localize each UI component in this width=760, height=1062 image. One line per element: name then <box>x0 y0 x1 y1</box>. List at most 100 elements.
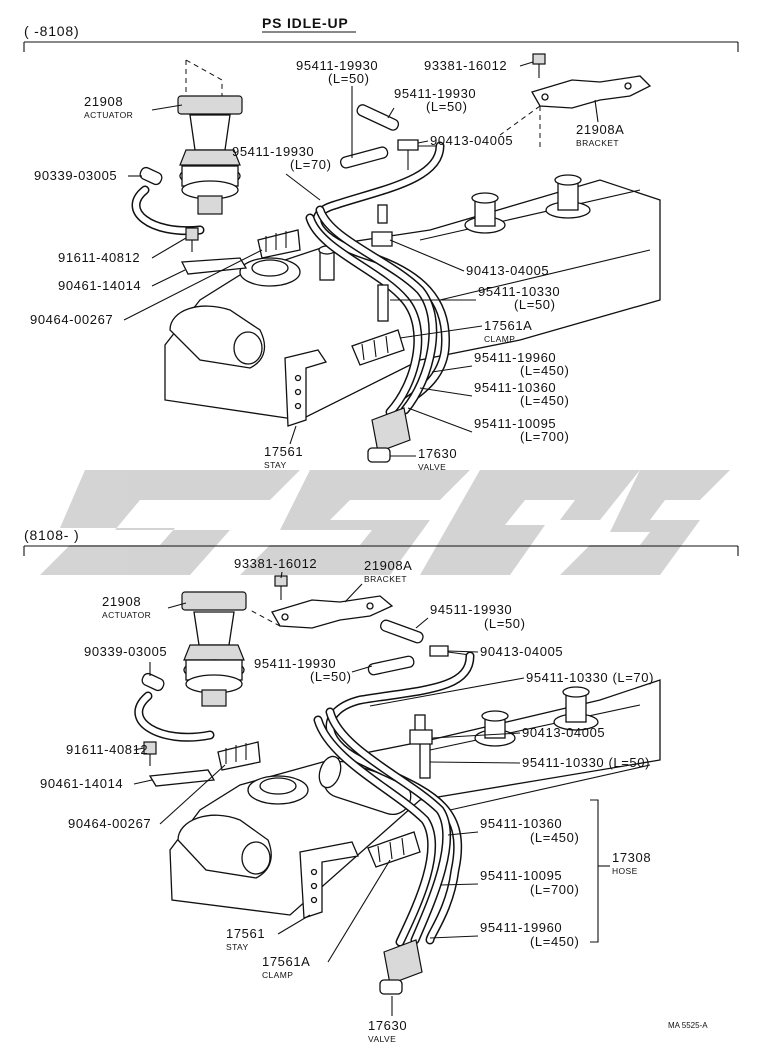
top-section-drawing <box>131 53 661 463</box>
label-bottom-17561a: 17561A CLAMP <box>262 859 391 980</box>
svg-text:VALVE: VALVE <box>418 462 446 472</box>
label-bottom-91611-40812: 91611-40812 <box>66 742 148 757</box>
label-top-21908a: 21908A BRACKET <box>576 99 624 148</box>
svg-text:95411-10330 (L=50): 95411-10330 (L=50) <box>522 755 650 770</box>
svg-text:HOSE: HOSE <box>612 866 638 876</box>
svg-text:17630: 17630 <box>418 446 457 461</box>
svg-text:90413-04005: 90413-04005 <box>522 725 605 740</box>
label-top-91611-40812: 91611-40812 <box>58 237 187 265</box>
label-top-95411-19930-c: 95411-19930 (L=70) <box>232 144 332 201</box>
label-top-90413-04005-b: 90413-04005 <box>389 239 549 278</box>
svg-text:95411-19960: 95411-19960 <box>480 920 562 935</box>
svg-text:STAY: STAY <box>226 942 249 952</box>
svg-text:95411-10095: 95411-10095 <box>474 416 556 431</box>
svg-text:BRACKET: BRACKET <box>364 574 407 584</box>
label-bottom-94511-19930: 94511-19930 (L=50) <box>415 602 526 631</box>
date-range-top: ( -8108) <box>24 23 79 39</box>
svg-text:90413-04005: 90413-04005 <box>466 263 549 278</box>
label-top-17561: 17561 STAY <box>264 425 303 470</box>
svg-text:17561: 17561 <box>264 444 303 459</box>
label-bottom-93381-16012: 93381-16012 <box>234 556 317 579</box>
svg-text:91611-40812: 91611-40812 <box>58 250 140 265</box>
label-bottom-17630: 17630 VALVE <box>368 996 407 1044</box>
svg-text:(L=50): (L=50) <box>426 99 468 114</box>
svg-text:21908A: 21908A <box>364 558 412 573</box>
label-top-17630: 17630 VALVE <box>390 446 457 472</box>
svg-text:17561A: 17561A <box>262 954 310 969</box>
label-top-90413-04005-a: 90413-04005 <box>417 133 513 148</box>
svg-text:17561: 17561 <box>226 926 265 941</box>
svg-text:CLAMP: CLAMP <box>484 334 515 344</box>
svg-text:90464-00267: 90464-00267 <box>30 312 113 327</box>
svg-text:(L=70): (L=70) <box>290 157 332 172</box>
label-bottom-95411-10360: 95411-10360 (L=450) <box>447 816 579 845</box>
svg-text:STAY: STAY <box>264 460 287 470</box>
label-bottom-90413-04005-a: 90413-04005 <box>447 644 563 659</box>
label-top-17561a: 17561A CLAMP <box>399 318 532 344</box>
label-bottom-95411-19930: 95411-19930 (L=50) <box>254 656 373 684</box>
label-bottom-95411-10330-a: 95411-10330 (L=70) <box>369 670 654 707</box>
label-bottom-21908: 21908 ACTUATOR <box>102 594 187 620</box>
diagram-title: PS IDLE-UP <box>262 15 349 31</box>
svg-text:(L=50): (L=50) <box>310 669 352 684</box>
label-bottom-21908a: 21908A BRACKET <box>344 558 412 603</box>
svg-text:90339-03005: 90339-03005 <box>34 168 117 183</box>
watermark-logo <box>40 470 730 575</box>
svg-text:91611-40812: 91611-40812 <box>66 742 148 757</box>
label-top-95411-19960: 95411-19960 (L=450) <box>431 350 569 378</box>
svg-text:(L=700): (L=700) <box>530 882 579 897</box>
svg-text:(L=700): (L=700) <box>520 429 569 444</box>
svg-text:95411-19930: 95411-19930 <box>254 656 336 671</box>
svg-text:(L=450): (L=450) <box>530 934 579 949</box>
svg-text:ACTUATOR: ACTUATOR <box>84 110 133 120</box>
svg-text:(L=450): (L=450) <box>520 363 569 378</box>
label-bottom-90413-04005-b: 90413-04005 <box>431 725 605 740</box>
svg-text:90464-00267: 90464-00267 <box>68 816 151 831</box>
label-bottom-90461-14014: 90461-14014 <box>40 776 153 791</box>
label-bottom-95411-19960: 95411-19960 (L=450) <box>429 920 579 949</box>
svg-text:95411-19930: 95411-19930 <box>296 58 378 73</box>
svg-text:95411-19930: 95411-19930 <box>394 86 476 101</box>
label-bottom-95411-10330-b: 95411-10330 (L=50) <box>429 755 650 770</box>
svg-text:95411-19930: 95411-19930 <box>232 144 314 159</box>
svg-text:95411-10330 (L=70): 95411-10330 (L=70) <box>526 670 654 685</box>
svg-text:VALVE: VALVE <box>368 1034 396 1044</box>
svg-text:93381-16012: 93381-16012 <box>234 556 317 571</box>
top-section-labels: 21908 ACTUATOR 95411-19930 (L=50) 93381-… <box>30 58 624 472</box>
label-top-90461-14014: 90461-14014 <box>58 269 186 293</box>
label-bottom-17561: 17561 STAY <box>226 914 311 952</box>
svg-text:(L=50): (L=50) <box>514 297 556 312</box>
label-bottom-90339-03005: 90339-03005 <box>84 644 167 676</box>
svg-text:95411-10360: 95411-10360 <box>480 816 562 831</box>
svg-text:CLAMP: CLAMP <box>262 970 293 980</box>
svg-text:95411-10330: 95411-10330 <box>478 284 560 299</box>
label-top-21908: 21908 ACTUATOR <box>84 94 183 120</box>
svg-text:17308: 17308 <box>612 850 651 865</box>
svg-text:90461-14014: 90461-14014 <box>58 278 141 293</box>
svg-text:ACTUATOR: ACTUATOR <box>102 610 151 620</box>
label-bottom-17308: 17308 HOSE <box>598 850 651 876</box>
svg-text:(L=50): (L=50) <box>484 616 526 631</box>
svg-text:90413-04005: 90413-04005 <box>480 644 563 659</box>
svg-text:90339-03005: 90339-03005 <box>84 644 167 659</box>
bottom-section-drawing <box>134 575 661 995</box>
svg-text:17561A: 17561A <box>484 318 532 333</box>
bottom-section-labels: 93381-16012 21908A BRACKET 21908 ACTUATO… <box>40 556 654 1044</box>
svg-text:95411-10095: 95411-10095 <box>480 868 562 883</box>
label-bottom-95411-10095: 95411-10095 (L=700) <box>439 868 579 897</box>
label-top-90339-03005: 90339-03005 <box>34 168 142 183</box>
label-top-95411-10095: 95411-10095 (L=700) <box>407 407 569 444</box>
label-bottom-90464-00267: 90464-00267 <box>68 764 226 831</box>
svg-text:93381-16012: 93381-16012 <box>424 58 507 73</box>
label-top-95411-10330: 95411-10330 (L=50) <box>390 284 560 312</box>
svg-text:(L=450): (L=450) <box>530 830 579 845</box>
label-top-90464-00267: 90464-00267 <box>30 249 263 327</box>
svg-text:21908A: 21908A <box>576 122 624 137</box>
header: ( -8108) PS IDLE-UP <box>23 15 739 52</box>
svg-text:94511-19930: 94511-19930 <box>430 602 512 617</box>
label-top-93381-16012: 93381-16012 <box>424 58 534 73</box>
date-range-bottom: (8108- ) <box>24 527 79 543</box>
svg-text:90413-04005: 90413-04005 <box>430 133 513 148</box>
svg-text:90461-14014: 90461-14014 <box>40 776 123 791</box>
